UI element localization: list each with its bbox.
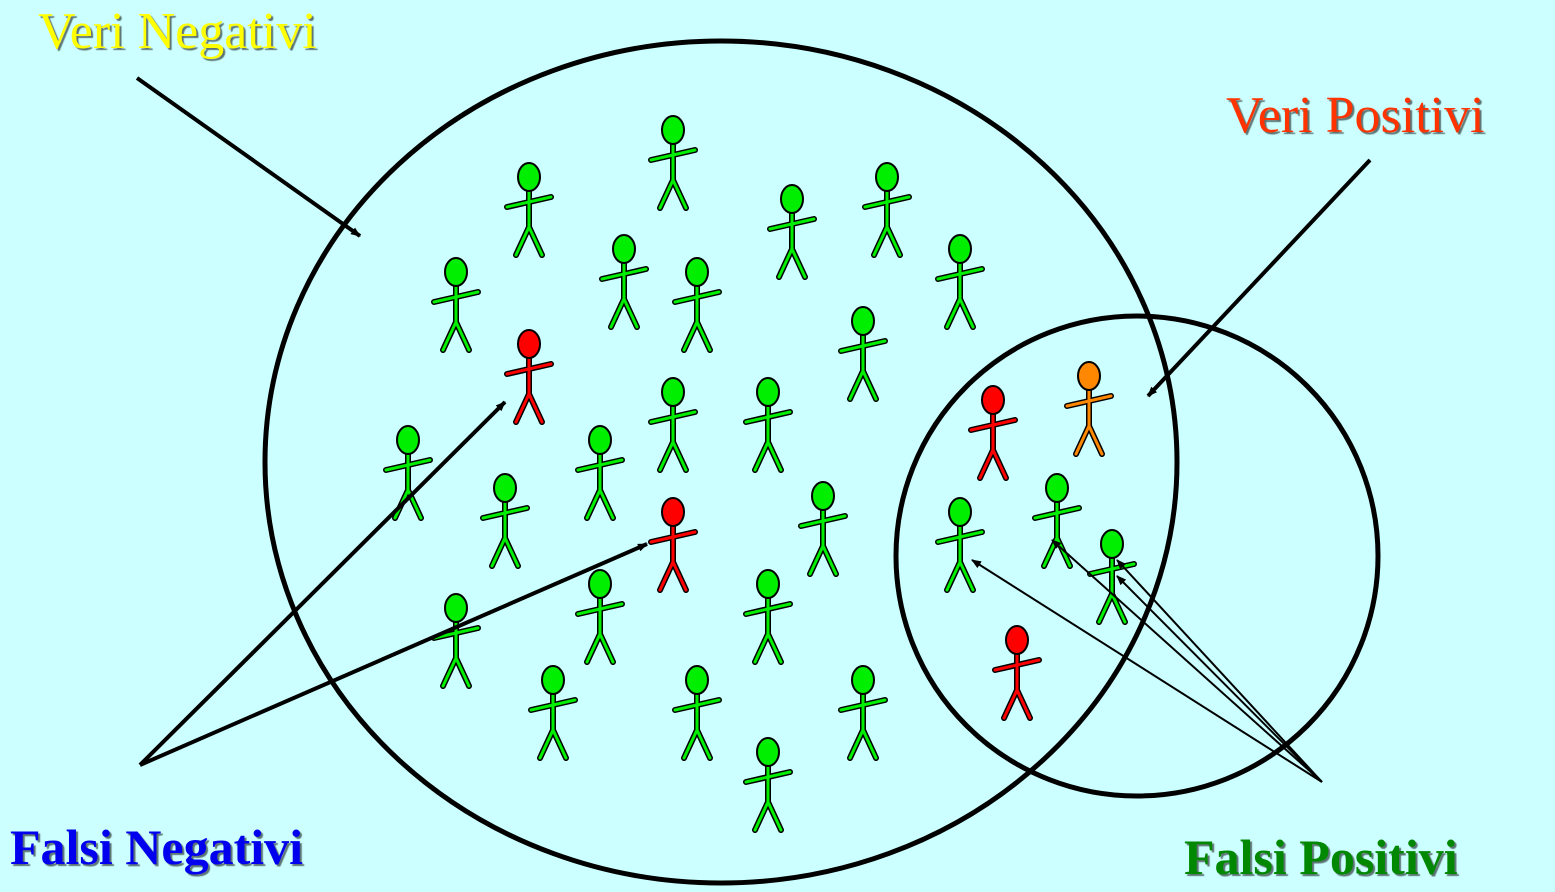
arrow-false-positive-3 [1116, 559, 1323, 783]
healthy-person [383, 425, 433, 521]
healthy-person [431, 593, 481, 689]
arrow-false-negative-1 [138, 400, 507, 767]
test-positive-circle [893, 313, 1381, 799]
healthy-person [862, 162, 912, 258]
people-group [383, 115, 1137, 833]
arrow-true-positives [1146, 158, 1372, 398]
healthy-person [798, 481, 848, 577]
sick-person [968, 385, 1018, 481]
arrow-false-positive-4 [1116, 575, 1323, 783]
arrow-false-negative-2 [139, 542, 648, 767]
healthy-person [743, 737, 793, 833]
healthy-person [935, 497, 985, 593]
sick-person [648, 497, 698, 593]
sick-person [504, 329, 554, 425]
healthy-person [1032, 473, 1082, 569]
healthy-person [672, 665, 722, 761]
healthy-person [1087, 529, 1137, 625]
healthy-person [648, 377, 698, 473]
arrow-true-negatives [135, 76, 362, 238]
healthy-person [575, 569, 625, 665]
arrow-false-positive-1 [971, 559, 1323, 783]
healthy-person [648, 115, 698, 211]
healthy-person [528, 665, 578, 761]
healthy-person [431, 257, 481, 353]
false-negatives-label: Falsi Negativi [10, 819, 304, 875]
healthy-person [838, 665, 888, 761]
true-positives-label: Veri Positivi [1226, 87, 1485, 144]
healthy-person [743, 377, 793, 473]
arrows-group [135, 76, 1372, 783]
sick-person [992, 625, 1042, 721]
healthy-person [599, 234, 649, 330]
healthy-person [672, 257, 722, 353]
true-positive-person [1064, 361, 1114, 457]
healthy-person [743, 569, 793, 665]
healthy-person [838, 306, 888, 402]
population-circle [262, 38, 1180, 886]
true-negatives-label: Veri Negativi [38, 3, 317, 60]
arrow-false-positive-2 [1051, 539, 1323, 783]
healthy-person [935, 234, 985, 330]
healthy-person [767, 184, 817, 280]
healthy-person [480, 473, 530, 569]
healthy-person [504, 162, 554, 258]
healthy-person [575, 425, 625, 521]
false-positives-label: Falsi Positivi [1184, 829, 1458, 885]
